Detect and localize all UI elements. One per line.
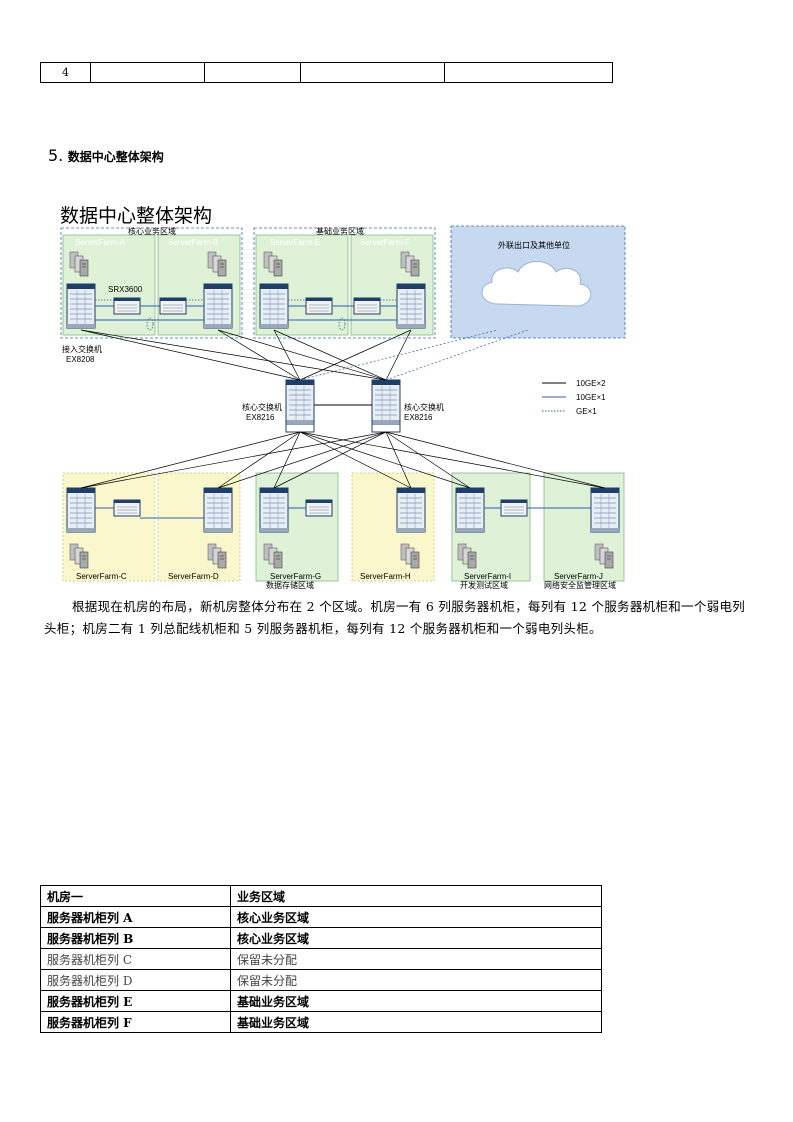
core-business-zone-border — [60, 227, 243, 339]
firewall-icon — [305, 297, 333, 315]
table-cell: 核心业务区域 — [230, 927, 602, 949]
access-switch-label: 接入交换机 — [62, 344, 102, 354]
section-number: 5. — [48, 146, 64, 165]
table-row: 服务器机柜列 C 保留未分配 — [40, 948, 602, 970]
serverfarm-f-label: ServerFarm-F — [360, 238, 410, 247]
core-switch-left-label: 核心交换机 — [242, 402, 282, 412]
firewall-icon — [113, 499, 141, 517]
devtest-zone-label: 开发测试区域 — [460, 580, 508, 590]
firewall-icon — [353, 297, 381, 315]
core-switch-left-icon — [285, 379, 315, 425]
serverfarm-j-label: ServerFarm-J — [554, 572, 603, 581]
external-links — [299, 329, 529, 381]
bottom-downlinks — [80, 431, 606, 489]
table-cell: 基础业务区域 — [230, 990, 602, 1012]
table-cell: 服务器机柜列 E — [40, 990, 231, 1012]
access-switch-icon — [396, 283, 426, 329]
access-switch-icon — [259, 487, 289, 533]
serverfarm-d-label: ServerFarm-D — [168, 572, 219, 581]
body-paragraph: 根据现在机房的布局，新机房整体分布在 2 个区域。机房一有 6 列服务器机柜，每… — [44, 599, 746, 636]
basic-business-zone-border — [253, 227, 436, 339]
access-switch-icon — [590, 487, 620, 533]
core-switch-right-model: EX8216 — [404, 413, 433, 422]
core-switch-right-label: 核心交换机 — [404, 402, 444, 412]
legend-label: 10GE×2 — [576, 379, 606, 388]
table-row: 4 — [40, 62, 613, 83]
firewall-icon — [500, 499, 528, 517]
room-zone-table: 机房一 业务区域 服务器机柜列 A 核心业务区域 服务器机柜列 B 核心业务区域… — [40, 885, 602, 1033]
access-switch-icon — [455, 487, 485, 533]
core-business-zone-label: 核心业务区域 — [128, 226, 176, 236]
previous-table: 4 — [40, 62, 613, 83]
top-ge-links — [95, 299, 397, 331]
core-switch-right-icon — [371, 379, 401, 425]
table-cell: 核心业务区域 — [230, 906, 602, 928]
legend-label: GE×1 — [576, 407, 597, 416]
firewall-icon — [305, 499, 333, 517]
table-cell-row-number: 4 — [40, 62, 91, 83]
cloud-icon — [481, 261, 592, 307]
serverfarm-g-label: ServerFarm-G — [270, 572, 321, 581]
table-row: 服务器机柜列 F 基础业务区域 — [40, 1011, 602, 1033]
access-switch-icon — [396, 487, 426, 533]
legend-label: 10GE×1 — [576, 393, 606, 402]
access-switch-model: EX8208 — [66, 355, 95, 364]
firewall-icon — [113, 297, 141, 315]
table-cell — [204, 62, 301, 83]
diagram-title: 数据中心整体架构 — [60, 205, 212, 227]
storage-zone-label: 数据存储区域 — [266, 580, 314, 590]
firewall-model-label: SRX3600 — [108, 285, 143, 294]
table-header-cell: 机房一 — [40, 885, 231, 907]
serverfarm-e-label: ServerFarm-E — [270, 238, 320, 247]
legend: 10GE×2 10GE×1 GE×1 — [542, 379, 606, 416]
table-header-cell: 业务区域 — [230, 885, 602, 907]
table-cell: 服务器机柜列 C — [40, 948, 231, 970]
table-cell: 服务器机柜列 A — [40, 906, 231, 928]
table-row: 服务器机柜列 E 基础业务区域 — [40, 990, 602, 1012]
serverfarm-h-label: ServerFarm-H — [360, 572, 411, 581]
serverfarm-c-label: ServerFarm-C — [76, 572, 127, 581]
serverfarm-a-label: ServerFarm-A — [75, 238, 126, 247]
bottom-internal-links — [95, 507, 591, 519]
table-cell: 保留未分配 — [230, 948, 602, 970]
table-cell: 保留未分配 — [230, 969, 602, 991]
access-switch-icon — [259, 283, 289, 329]
table-cell: 服务器机柜列 F — [40, 1011, 231, 1033]
table-row: 服务器机柜列 B 核心业务区域 — [40, 927, 602, 949]
table-row: 服务器机柜列 A 核心业务区域 — [40, 906, 602, 928]
serverfarm-b-label: ServerFarm-B — [168, 238, 218, 247]
table-cell: 服务器机柜列 B — [40, 927, 231, 949]
firewall-icon — [159, 297, 187, 315]
section-title: 数据中心整体架构 — [67, 150, 164, 164]
table-cell: 基础业务区域 — [230, 1011, 602, 1033]
datacenter-architecture-diagram: 数据中心整体架构 核心业务区域 基础业务区域 外联出口及其他单位 ServerF… — [60, 205, 626, 590]
access-switch-icon — [203, 283, 233, 329]
top-internal-links — [95, 305, 397, 321]
top-uplinks — [80, 329, 412, 381]
serverfarm-i-label: ServerFarm-I — [464, 572, 511, 581]
table-header-row: 机房一 业务区域 — [40, 885, 602, 907]
access-switch-icon — [203, 487, 233, 533]
basic-business-zone-label: 基础业务区域 — [316, 226, 364, 236]
section-heading: 5. 数据中心整体架构 — [48, 146, 164, 165]
table-cell — [444, 62, 613, 83]
security-zone-label: 网络安全监管理区域 — [544, 580, 616, 590]
core-switch-left-model: EX8216 — [246, 413, 275, 422]
table-cell — [90, 62, 205, 83]
access-switch-icon — [66, 487, 96, 533]
access-switch-icon — [66, 283, 96, 329]
external-zone-label: 外联出口及其他单位 — [498, 240, 570, 250]
table-row: 服务器机柜列 D 保留未分配 — [40, 969, 602, 991]
table-cell — [300, 62, 445, 83]
table-cell: 服务器机柜列 D — [40, 969, 231, 991]
